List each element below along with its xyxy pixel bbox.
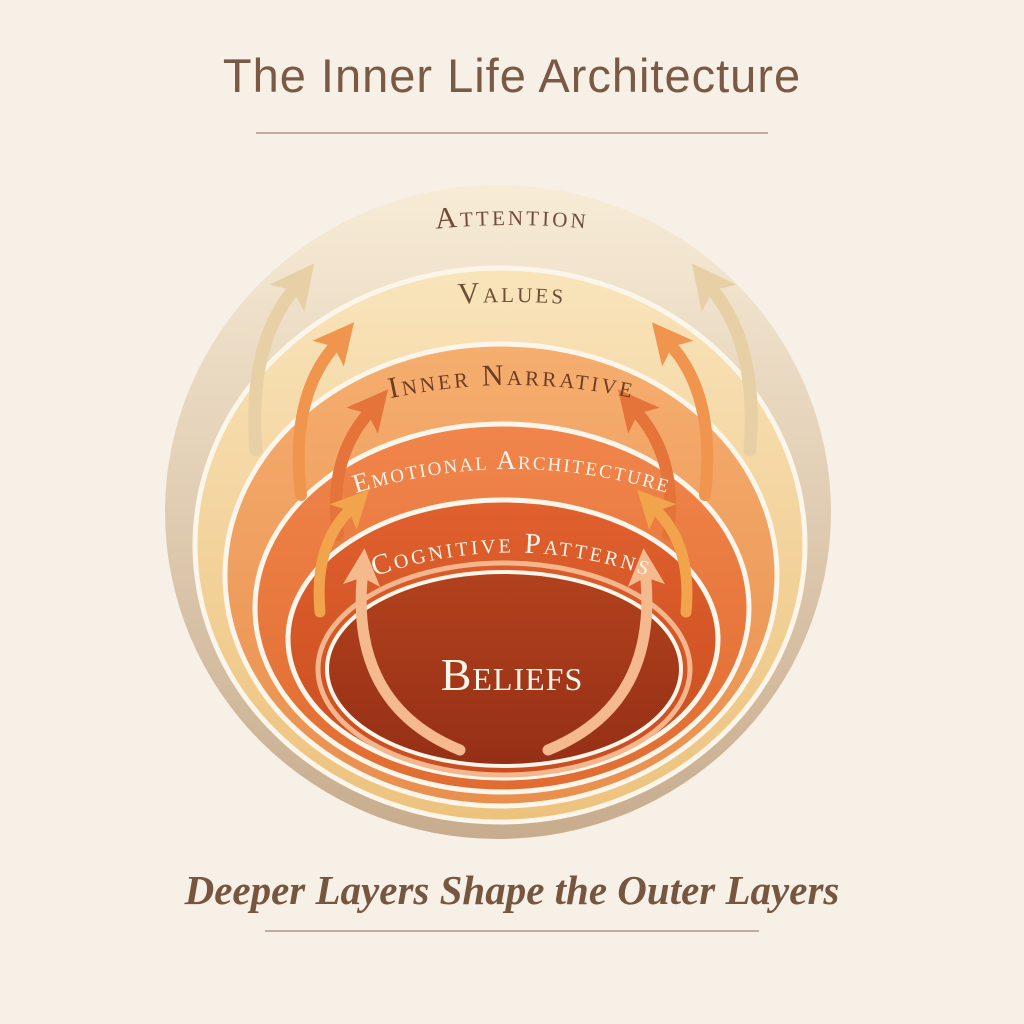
- caption-divider: [265, 930, 759, 932]
- core-outline-ring: [315, 560, 693, 778]
- outward-arrow-left-outer: [248, 263, 315, 457]
- outward-arrow-right-orange: [651, 322, 714, 501]
- label-beliefs: Beliefs: [441, 649, 584, 700]
- outward-arrow-left-core: [342, 548, 466, 756]
- page-title: The Inner Life Architecture: [222, 49, 802, 102]
- label-attention: Attention: [434, 199, 591, 236]
- outward-arrow-right-amber: [637, 489, 693, 618]
- title-divider: [256, 132, 768, 134]
- outward-arrow-left-amber: [313, 489, 369, 618]
- caption: Deeper Layers Shape the Outer Layers: [184, 867, 840, 913]
- outward-arrow-left-orange: [292, 322, 355, 501]
- outward-arrow-right-core: [542, 548, 666, 756]
- outward-arrow-right-outer: [691, 263, 758, 457]
- label-values: Values: [457, 276, 567, 311]
